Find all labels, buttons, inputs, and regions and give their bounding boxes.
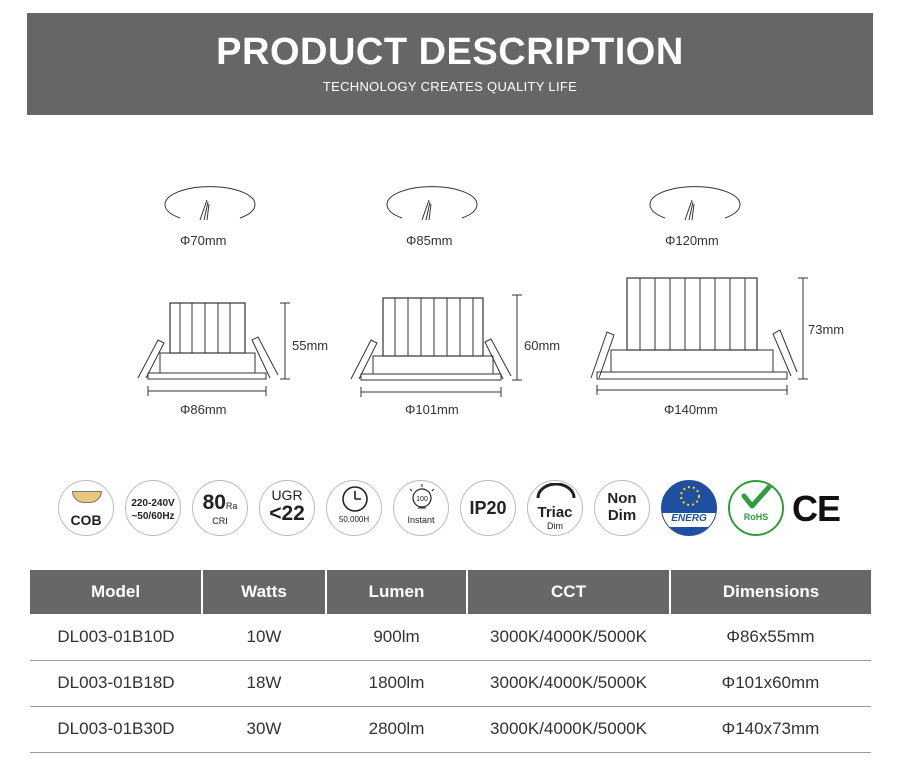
cutout-drawing-small (164, 186, 256, 221)
page-subtitle: TECHNOLOGY CREATES QUALITY LIFE (322, 79, 578, 94)
table-row: DL003-01B30D 30W 2800lm 3000K/4000K/5000… (30, 706, 871, 753)
ip20-icon: IP20 (460, 480, 516, 536)
cell-lumen: 1800lm (326, 660, 467, 707)
side-drawing-medium (350, 294, 522, 397)
cell-lumen: 2800lm (326, 706, 467, 753)
cell-model: DL003-01B30D (30, 706, 202, 753)
cell-model: DL003-01B18D (30, 660, 202, 707)
technical-drawings: Φ70mm 55mm Φ86mm Φ85mm (0, 170, 900, 430)
cutout-label-medium: Φ85mm (406, 233, 453, 248)
cell-watts: 10W (202, 614, 326, 661)
cell-watts: 30W (202, 706, 326, 753)
diameter-label-medium: Φ101mm (405, 402, 459, 417)
cell-cct: 3000K/4000K/5000K (467, 614, 670, 661)
column-header-cct: CCT (467, 570, 671, 614)
ugr-icon: UGR <22 (259, 480, 315, 536)
cutout-label-large: Φ120mm (665, 233, 719, 248)
cell-watts: 18W (202, 660, 326, 707)
cell-cct: 3000K/4000K/5000K (467, 706, 670, 753)
diameter-label-small: Φ86mm (180, 402, 227, 417)
cutout-drawing-medium (386, 186, 478, 221)
header-banner: PRODUCT DESCRIPTION TECHNOLOGY CREATES Q… (27, 13, 873, 115)
specification-table: Model Watts Lumen CCT Dimensions DL003-0… (30, 570, 871, 753)
table-row: DL003-01B10D 10W 900lm 3000K/4000K/5000K… (30, 614, 871, 661)
column-header-lumen: Lumen (326, 570, 468, 614)
cell-lumen: 900lm (326, 614, 467, 661)
rohs-icon: RoHS (728, 480, 784, 536)
feature-icons: COB 220-240V ~50/60Hz 80Ra CRI UGR <22 5… (55, 480, 855, 540)
cell-cct: 3000K/4000K/5000K (467, 660, 670, 707)
ce-mark-icon: CE (792, 488, 841, 529)
cell-dimensions: Φ101x60mm (670, 660, 871, 707)
cob-icon: COB (58, 480, 114, 536)
side-drawing-small (137, 302, 290, 396)
cutout-drawing-large (649, 186, 741, 221)
table-row: DL003-01B18D 18W 1800lm 3000K/4000K/5000… (30, 660, 871, 707)
cell-dimensions: Φ140x73mm (670, 706, 871, 753)
column-header-watts: Watts (202, 570, 327, 614)
triac-dim-icon: Triac Dim (527, 480, 583, 536)
height-label-medium: 60mm (524, 338, 561, 353)
instant-bulb-icon: 100 Instant (393, 480, 449, 536)
non-dim-icon: Non Dim (594, 480, 650, 536)
column-header-model: Model (30, 570, 203, 614)
height-label-large: 73mm (808, 322, 845, 337)
height-label-small: 55mm (292, 338, 329, 353)
cell-model: DL003-01B10D (30, 614, 202, 661)
cri-icon: 80Ra CRI (192, 480, 248, 536)
energy-label-icon: ENERG (661, 480, 717, 536)
diameter-label-large: Φ140mm (664, 402, 718, 417)
cutout-label-small: Φ70mm (180, 233, 227, 248)
page-title: PRODUCT DESCRIPTION (216, 31, 684, 73)
lifetime-clock-icon: 50,000H (326, 480, 382, 536)
voltage-icon: 220-240V ~50/60Hz (125, 480, 181, 536)
side-drawing-large (590, 277, 808, 395)
svg-text:100: 100 (416, 496, 428, 503)
table-header-row: Model Watts Lumen CCT Dimensions (30, 570, 871, 614)
cell-dimensions: Φ86x55mm (670, 614, 871, 661)
column-header-dimensions: Dimensions (670, 570, 871, 614)
